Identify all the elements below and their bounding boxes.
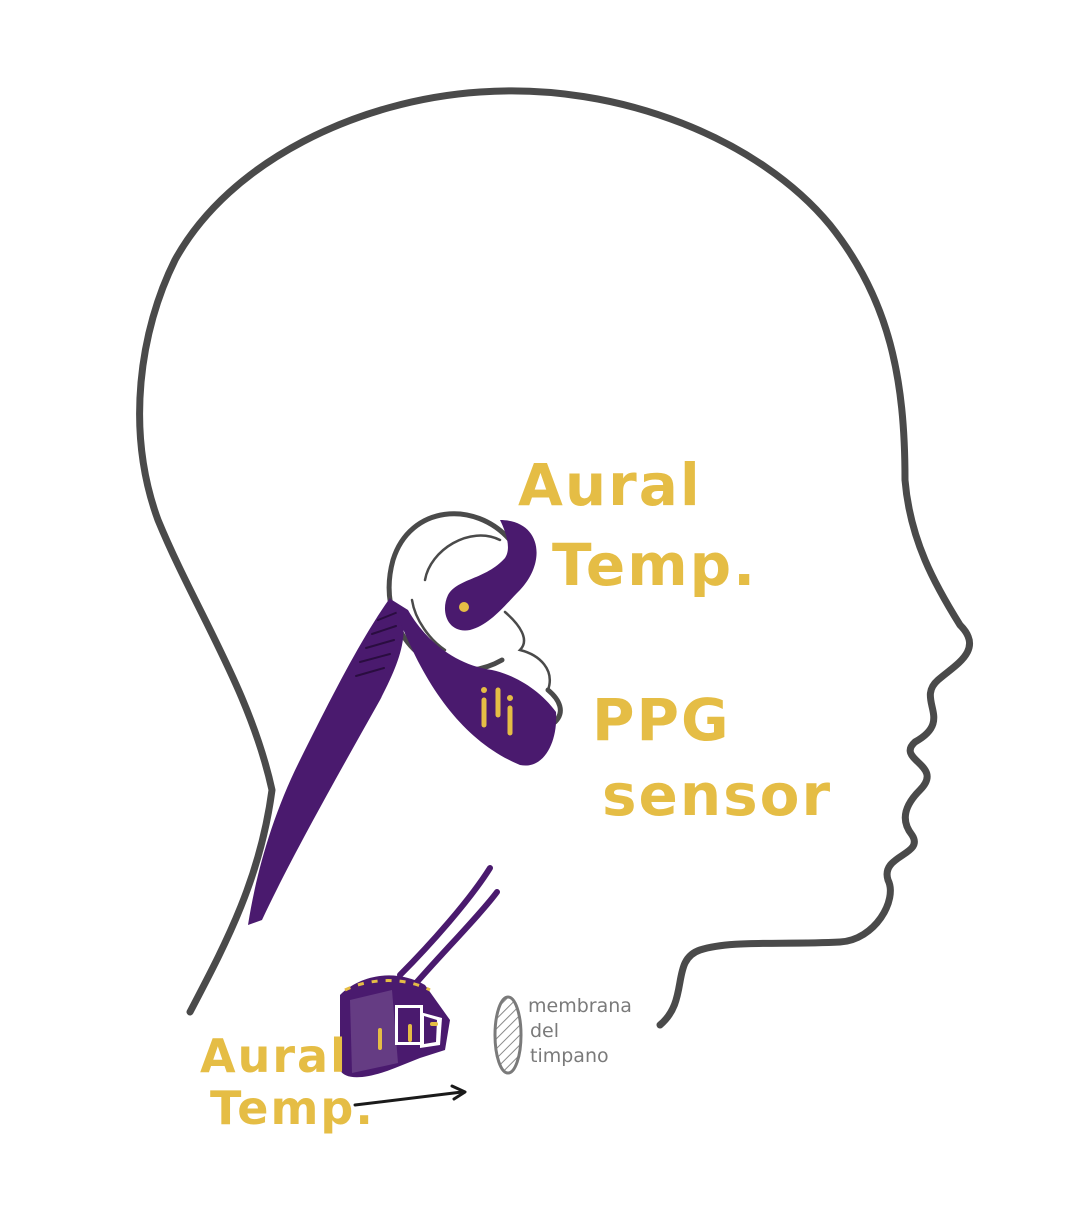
aural-temp-top-label-line2: Temp. [552, 531, 757, 599]
aural-temp-bottom-label-line2: Temp. [210, 1081, 375, 1135]
membrana-label-line1: membrana [528, 995, 632, 1017]
earbud-detail [340, 868, 497, 1077]
eardrum-icon [495, 997, 521, 1073]
membrana-label-line3: timpano [530, 1045, 609, 1067]
earbud-cable-lines [400, 868, 497, 990]
ppg-label-line1: PPG [592, 686, 731, 754]
device-cable [248, 598, 404, 925]
aural-temp-top-label-line1: Aural [518, 451, 702, 519]
probe-sensor-dot [459, 602, 469, 612]
aural-temp-bottom-label-line1: Aural [200, 1029, 348, 1083]
membrana-label-line2: del [530, 1020, 559, 1042]
ppg-label-line2: sensor [602, 761, 832, 829]
